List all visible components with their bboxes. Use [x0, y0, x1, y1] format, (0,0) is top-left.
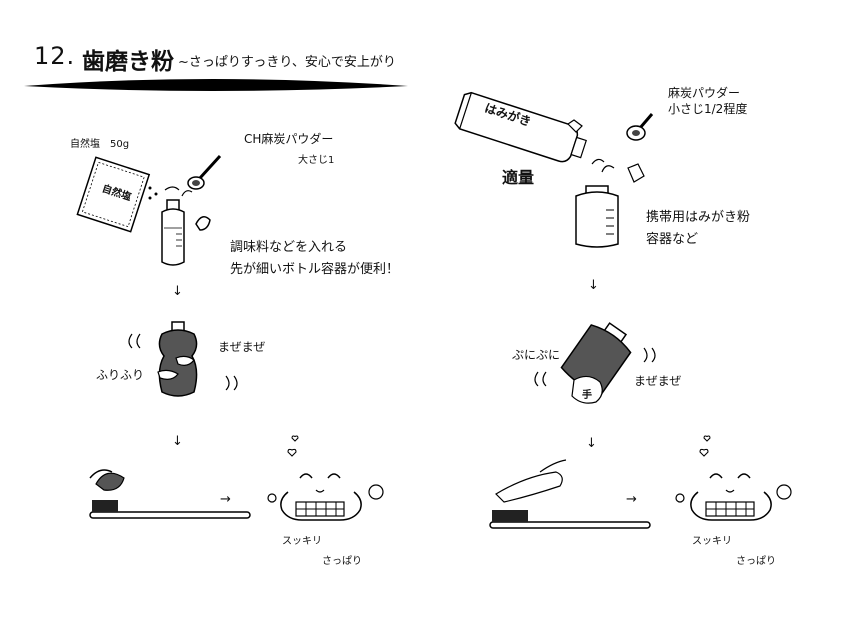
- arrow-down-right-2: ↓: [586, 436, 597, 451]
- toothpaste-tube-drawing: [454, 91, 587, 163]
- title-underline: [24, 79, 408, 91]
- page-subtitle: ~さっぱりすっきり、安心で安上がり: [178, 55, 396, 70]
- powder-amount-left: 大さじ1: [298, 155, 335, 166]
- container-line-2: 容器など: [646, 232, 699, 247]
- spoon-left-drawing: [187, 154, 222, 190]
- tube-amount: 適量: [502, 168, 535, 187]
- mix-sound-right: まぜまぜ: [634, 374, 682, 388]
- mix-sound-left: まぜまぜ: [218, 340, 266, 354]
- bottle-shake-left: [157, 321, 198, 397]
- pour-dots: [148, 186, 158, 200]
- title-number: 12.: [34, 42, 76, 70]
- arrow-down-left-1: ↓: [172, 284, 183, 299]
- powder-label-right: 麻炭パウダー: [668, 86, 741, 100]
- arrow-right-left: →: [220, 492, 231, 507]
- powder-amount-right: 小さじ1/2程度: [668, 102, 748, 116]
- toothbrush-right-drawing: [489, 459, 651, 529]
- fresh-left-1: スッキリ: [282, 536, 322, 547]
- arrow-down-left-2: ↓: [172, 434, 183, 449]
- squeeze-sound: ぷにぷに: [512, 348, 561, 362]
- smile-right-drawing: [675, 435, 792, 521]
- container-right-drawing: [575, 185, 619, 248]
- fresh-right-2: さっぱり: [736, 556, 776, 567]
- page-title: 歯磨き粉: [82, 49, 174, 75]
- arrow-right-right: →: [626, 492, 637, 507]
- container-line-1: 携帯用はみがき粉: [646, 210, 751, 225]
- tip-line-2: 先が細いボトル容器が便利！: [230, 262, 400, 277]
- salt-bag-drawing: [76, 156, 151, 233]
- smile-left-drawing: [267, 435, 384, 521]
- shake-sound: ふりふり: [96, 368, 145, 382]
- fresh-right-1: スッキリ: [692, 536, 732, 547]
- arrow-down-right-1: ↓: [588, 278, 599, 293]
- tip-line-1: 調味料などを入れる: [230, 240, 348, 255]
- spoon-right-drawing: [626, 113, 654, 141]
- powder-label-left: CH麻炭パウダー: [244, 132, 334, 146]
- toothbrush-left-drawing: [89, 469, 251, 519]
- bottle-left-drawing: [161, 199, 185, 266]
- salt-amount-label: 自然塩 50g: [70, 139, 130, 150]
- fresh-left-2: さっぱり: [322, 556, 362, 567]
- hand-label: 手: [582, 390, 592, 401]
